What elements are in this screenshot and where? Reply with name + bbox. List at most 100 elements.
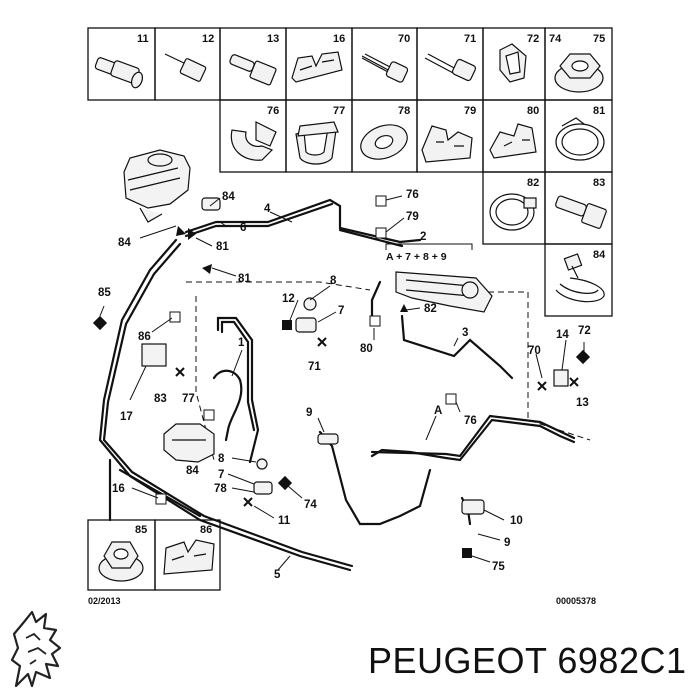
power-steering-pump bbox=[163, 423, 215, 463]
hose-connector-icon bbox=[94, 57, 144, 89]
hex-bolt-icon bbox=[555, 195, 607, 229]
bracket-14 bbox=[553, 369, 569, 387]
callout-label: 83 bbox=[154, 393, 167, 405]
double-clip-icon bbox=[291, 51, 343, 83]
callout-label: 8 bbox=[218, 453, 225, 465]
callout-label: 1 bbox=[238, 337, 245, 349]
screw-icon bbox=[361, 53, 409, 83]
callout-label: 79 bbox=[406, 211, 419, 223]
grid-label: 78 bbox=[398, 105, 410, 117]
callout-label: 70 bbox=[528, 345, 541, 357]
callout-label: 85 bbox=[98, 287, 111, 299]
grid-labels: 11 12 13 16 70 71 72 74 75 76 77 78 79 8… bbox=[135, 33, 606, 536]
callout-label: 5 bbox=[274, 569, 281, 581]
double-clip-icon bbox=[163, 539, 215, 575]
grid-label: 80 bbox=[527, 105, 539, 117]
u-clip-icon bbox=[295, 121, 339, 165]
callout-label: 14 bbox=[556, 329, 569, 341]
callout-label: 7 bbox=[338, 305, 344, 317]
callout-label: 71 bbox=[308, 361, 321, 373]
callout-label: 80 bbox=[360, 343, 373, 355]
spring-clip-icon bbox=[499, 43, 527, 83]
date-code: 02/2013 bbox=[88, 596, 121, 606]
callout-label: 7 bbox=[218, 469, 224, 481]
callout-label: 12 bbox=[282, 293, 295, 305]
return-pipe bbox=[184, 198, 422, 244]
assembly-bracket bbox=[385, 243, 473, 250]
callout-label: 81 bbox=[216, 241, 229, 253]
grid-label: 75 bbox=[593, 33, 605, 45]
fluid-reservoir bbox=[123, 149, 191, 223]
grid-label: 16 bbox=[333, 33, 345, 45]
flange-nut-icon bbox=[554, 53, 604, 93]
bolt-8 bbox=[303, 297, 317, 311]
grid-label: 76 bbox=[267, 105, 279, 117]
grid-label: 86 bbox=[200, 524, 212, 536]
grid-label: 85 bbox=[135, 524, 147, 536]
assembly-note: A + 7 + 8 + 9 bbox=[386, 251, 447, 263]
hex-spacer-icon bbox=[164, 53, 207, 82]
flange-nut-icon bbox=[98, 541, 144, 582]
grid-cell-86 bbox=[154, 519, 221, 591]
grid-label: 77 bbox=[333, 105, 345, 117]
callout-label: 13 bbox=[576, 397, 589, 409]
clip-7-lower bbox=[253, 481, 273, 495]
grid-label: 81 bbox=[593, 105, 605, 117]
hose-clamp-icon bbox=[489, 193, 537, 231]
clip-9 bbox=[317, 433, 339, 445]
cross-markers bbox=[175, 337, 579, 507]
callout-label: 16 bbox=[112, 483, 125, 495]
callout-label: 8 bbox=[330, 275, 337, 287]
grid-label: 12 bbox=[202, 33, 214, 45]
grid-part-sketches bbox=[94, 43, 607, 582]
callout-label: 4 bbox=[264, 203, 271, 215]
document-code: 00005378 bbox=[556, 596, 596, 606]
leader-lines bbox=[99, 195, 585, 571]
grid-label: 71 bbox=[464, 33, 476, 45]
dashed-outline bbox=[186, 281, 591, 461]
callout-label: A bbox=[434, 405, 442, 417]
grid-label: 74 bbox=[549, 33, 562, 45]
callout-label: 72 bbox=[578, 325, 591, 337]
hose-clamp-icon bbox=[555, 117, 605, 161]
parts-grid bbox=[87, 27, 613, 591]
callout-label: 84 bbox=[186, 465, 199, 477]
peugeot-lion-logo bbox=[10, 610, 62, 688]
pressure-line bbox=[98, 238, 352, 572]
callout-label: 76 bbox=[406, 189, 419, 201]
grid-label: 84 bbox=[593, 249, 606, 261]
callout-label: 76 bbox=[464, 415, 477, 427]
callout-label: 86 bbox=[138, 331, 151, 343]
bolt-8-lower bbox=[256, 458, 268, 470]
grid-label: 13 bbox=[267, 33, 279, 45]
callout-label: 11 bbox=[278, 515, 291, 527]
callout-label: 3 bbox=[462, 327, 468, 339]
hex-bolt-icon bbox=[229, 54, 277, 86]
callout-label: 81 bbox=[238, 273, 251, 285]
brand-part-caption: PEUGEOT 6982C1 bbox=[368, 640, 687, 681]
callout-label: 9 bbox=[504, 537, 510, 549]
clip-17 bbox=[141, 343, 167, 367]
callout-label: 74 bbox=[304, 499, 317, 511]
clip-7 bbox=[295, 317, 317, 333]
callout-label: 84 bbox=[118, 237, 131, 249]
steering-rack bbox=[395, 271, 493, 313]
assembly-fittings bbox=[141, 197, 569, 515]
bracket-clip-icon bbox=[489, 123, 537, 159]
callout-label: 2 bbox=[420, 231, 426, 243]
callout-label: 9 bbox=[306, 407, 312, 419]
callout-label: 10 bbox=[510, 515, 523, 527]
grid-label: 82 bbox=[527, 177, 539, 189]
spring-clamp-icon bbox=[555, 253, 605, 303]
callout-label: 6 bbox=[240, 222, 246, 234]
callout-label: 77 bbox=[182, 393, 195, 405]
grid-label: 70 bbox=[398, 33, 410, 45]
hose-lines bbox=[98, 198, 576, 572]
callout-label: 82 bbox=[424, 303, 437, 315]
screw-icon bbox=[424, 53, 477, 82]
grid-label: 83 bbox=[593, 177, 605, 189]
callout-label: 75 bbox=[492, 561, 505, 573]
callout-label: 84 bbox=[222, 191, 235, 203]
callout-label: 17 bbox=[120, 411, 133, 423]
